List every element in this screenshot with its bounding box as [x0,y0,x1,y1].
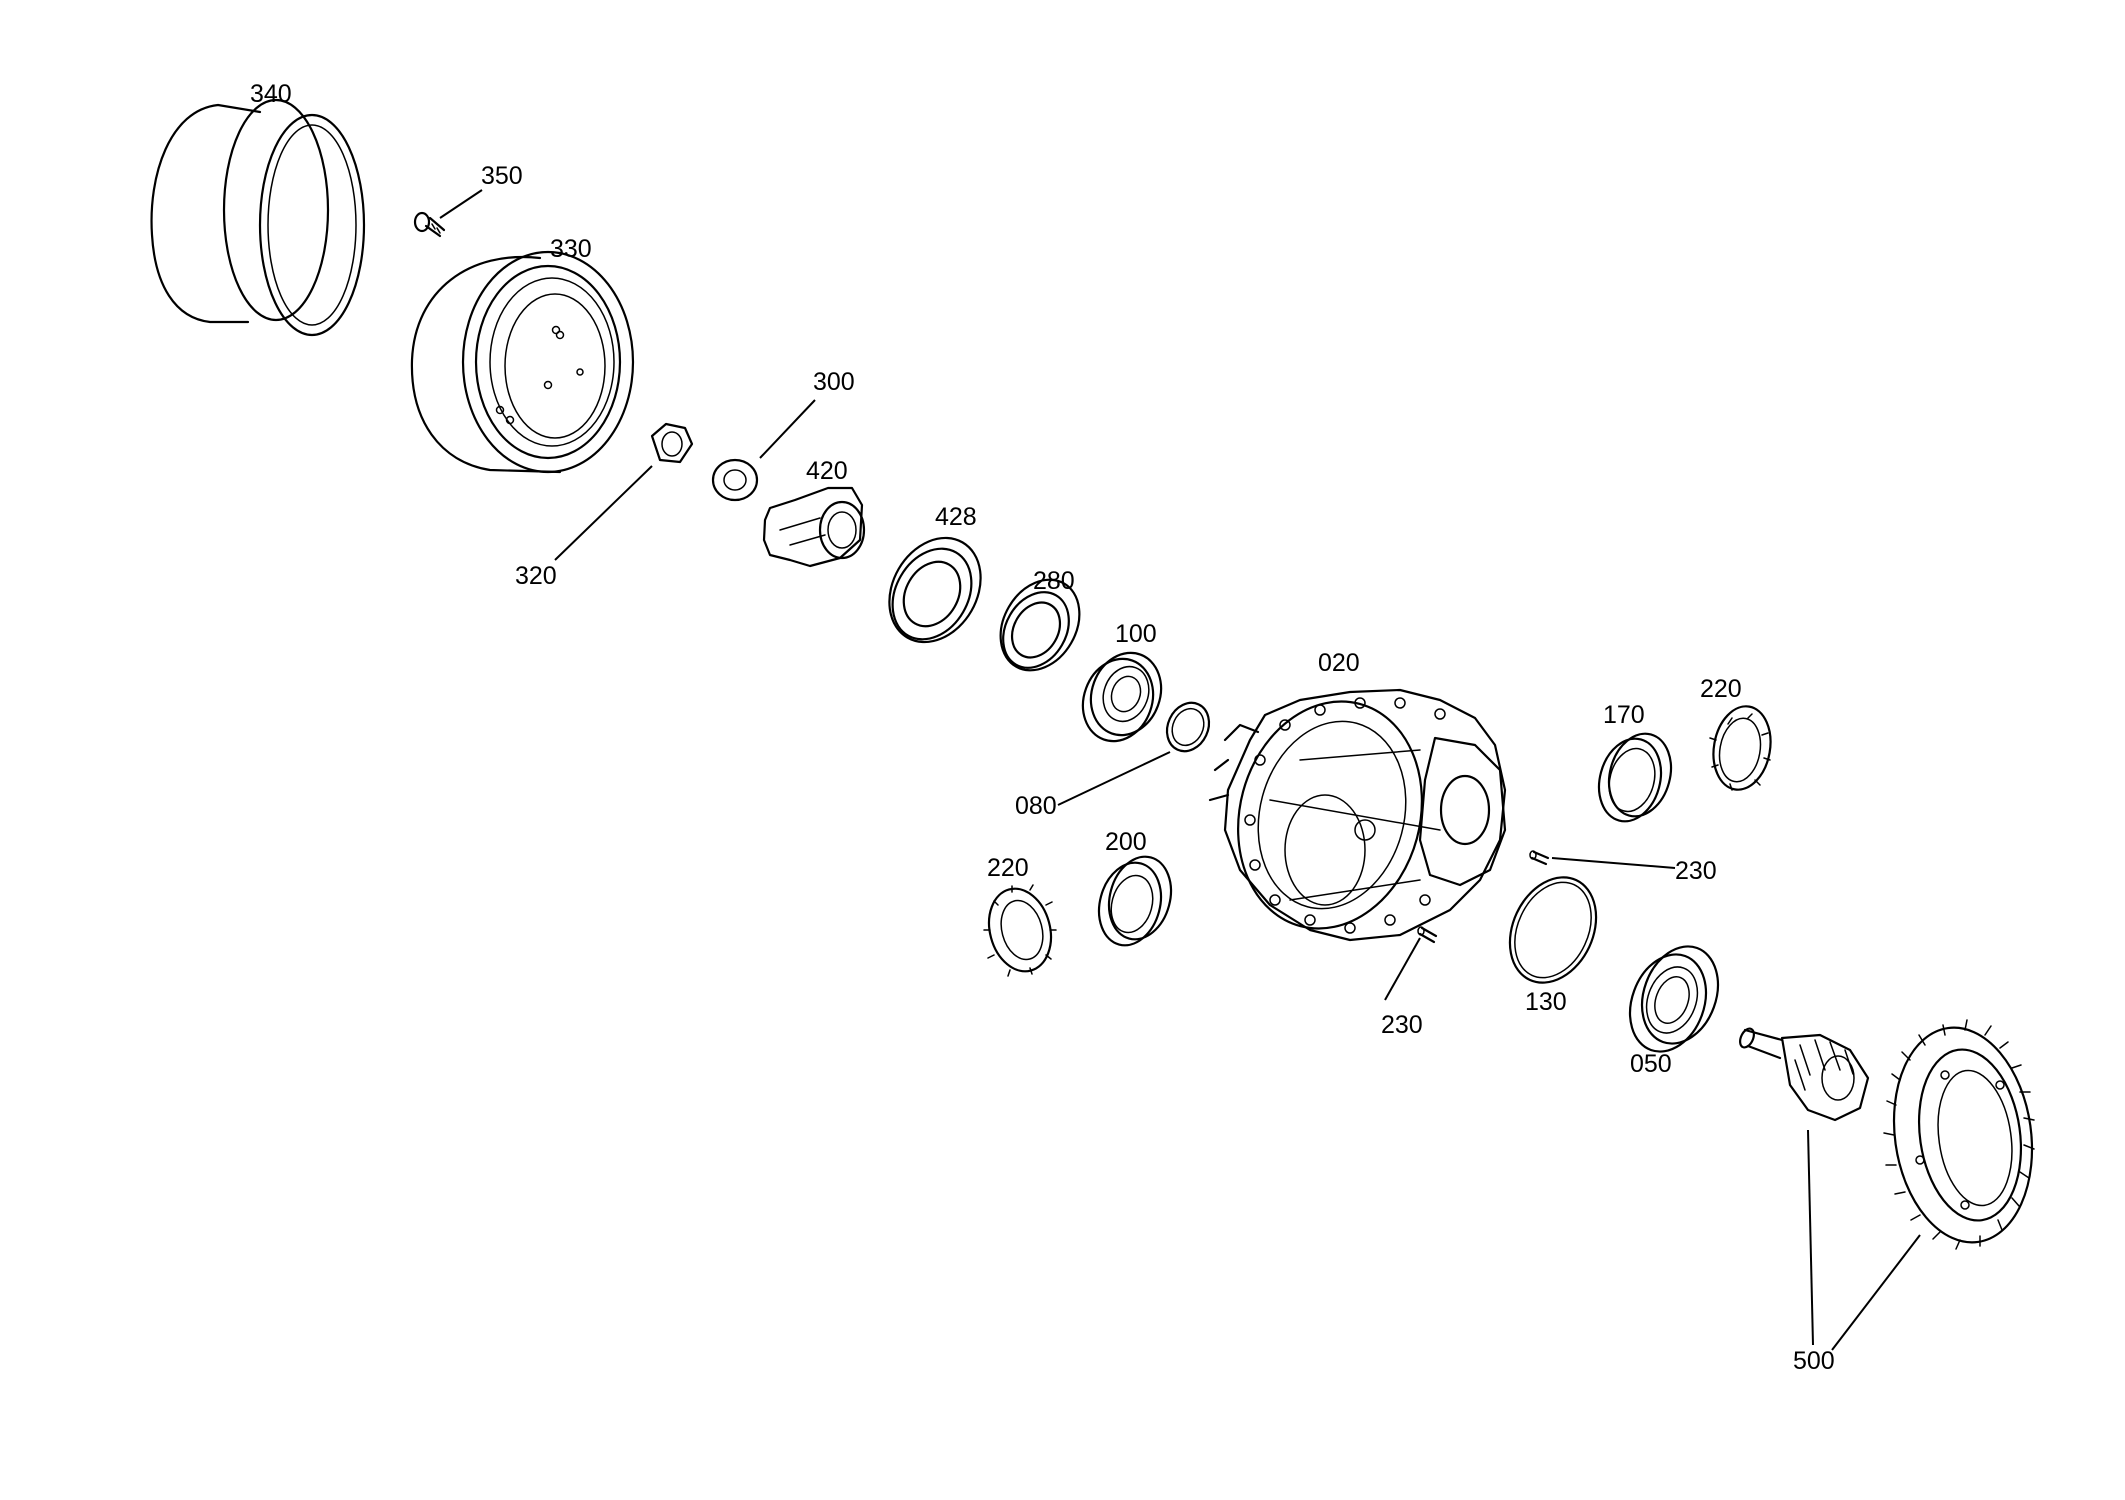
label-200: 200 [1105,828,1147,856]
leader-300 [759,399,816,459]
label-280: 280 [1033,567,1075,595]
part-230-pin-lower [1417,926,1438,944]
label-230-lower: 230 [1381,1011,1423,1039]
label-220-right: 220 [1700,675,1742,703]
part-420-flange [762,486,866,568]
leader-500-gear [1831,1234,1921,1351]
part-050-taper-bearing [1628,945,1720,1053]
label-428: 428 [935,503,977,531]
part-labels: 340 350 330 300 320 420 428 280 100 020 … [250,80,1835,1375]
label-230-right: 230 [1675,857,1717,885]
label-320: 320 [515,562,557,590]
leader-lines [439,189,1921,1351]
label-050: 050 [1630,1050,1672,1078]
part-220-adjusting-ring-right [1709,705,1772,791]
leader-230-lower [1384,937,1421,1001]
label-130: 130 [1525,988,1567,1016]
part-300-washer [711,458,759,502]
part-340-drum-ring [150,98,366,337]
label-330: 330 [550,235,592,263]
part-320-nut [650,422,694,464]
part-020-housing [1208,688,1507,942]
leader-230-right [1551,857,1676,869]
part-500-ring-gear [1883,1019,2035,1250]
leader-080 [1057,751,1171,806]
part-200-bearing-cup [1097,855,1173,947]
part-130-o-ring [1508,876,1598,984]
label-020: 020 [1318,649,1360,677]
label-100: 100 [1115,620,1157,648]
part-230-pin-right [1529,850,1550,866]
part-080-ring [1165,701,1211,753]
part-350-bolt [413,211,446,238]
label-220-left: 220 [987,854,1029,882]
label-420: 420 [806,457,848,485]
leader-350 [439,189,483,219]
housing-bolt-holes [1244,697,1446,934]
label-300: 300 [813,368,855,396]
label-170: 170 [1603,701,1645,729]
label-350: 350 [481,162,523,190]
part-100-bearing [1081,651,1163,743]
part-428-seal [888,536,982,644]
leader-500-pinion [1807,1129,1814,1346]
part-220-adjusting-ring-left [983,884,1057,977]
part-500-pinion [1739,1027,1870,1122]
part-330-brake-drum [410,250,635,474]
part-170-bearing-cup [1597,732,1673,823]
label-080: 080 [1015,792,1057,820]
part-280-seal-ring [999,578,1081,672]
label-500: 500 [1793,1347,1835,1375]
leader-320 [554,465,653,561]
label-340: 340 [250,80,292,108]
